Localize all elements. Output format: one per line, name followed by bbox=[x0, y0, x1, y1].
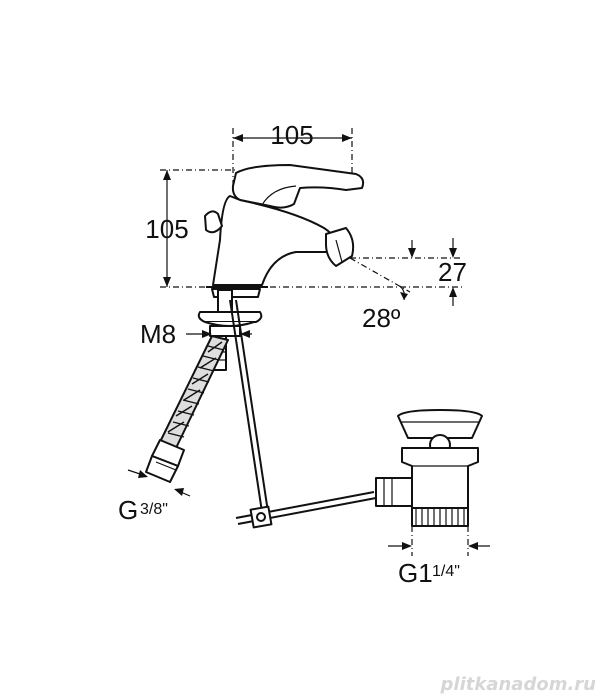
waste-connection-main: G1 bbox=[398, 558, 433, 588]
hose-connection-fraction: 3/8" bbox=[140, 501, 168, 518]
dimension-offset-label: 27 bbox=[438, 257, 467, 287]
faucet-body bbox=[204, 164, 365, 298]
dimension-angle-label: 28º bbox=[362, 303, 401, 333]
thread-size-label: M8 bbox=[140, 319, 176, 349]
watermark-text: plitkanadom.ru bbox=[440, 674, 597, 695]
dimension-height-left: 105 bbox=[145, 169, 235, 288]
dimension-width-label: 105 bbox=[270, 120, 313, 150]
dimension-height-label: 105 bbox=[145, 214, 188, 244]
waste-connection-dimension: G1 1/4" bbox=[388, 526, 490, 588]
dimension-width-top: 105 bbox=[232, 120, 353, 185]
hose-connection-dimension: G 3/8" bbox=[118, 469, 191, 525]
flexible-hose bbox=[145, 335, 229, 483]
hose-connection-main: G bbox=[118, 495, 138, 525]
dimension-offset-right: 27 28º bbox=[270, 238, 467, 333]
popup-waste bbox=[375, 409, 483, 527]
waste-connection-fraction: 1/4" bbox=[432, 563, 460, 580]
popup-rod bbox=[229, 299, 377, 529]
